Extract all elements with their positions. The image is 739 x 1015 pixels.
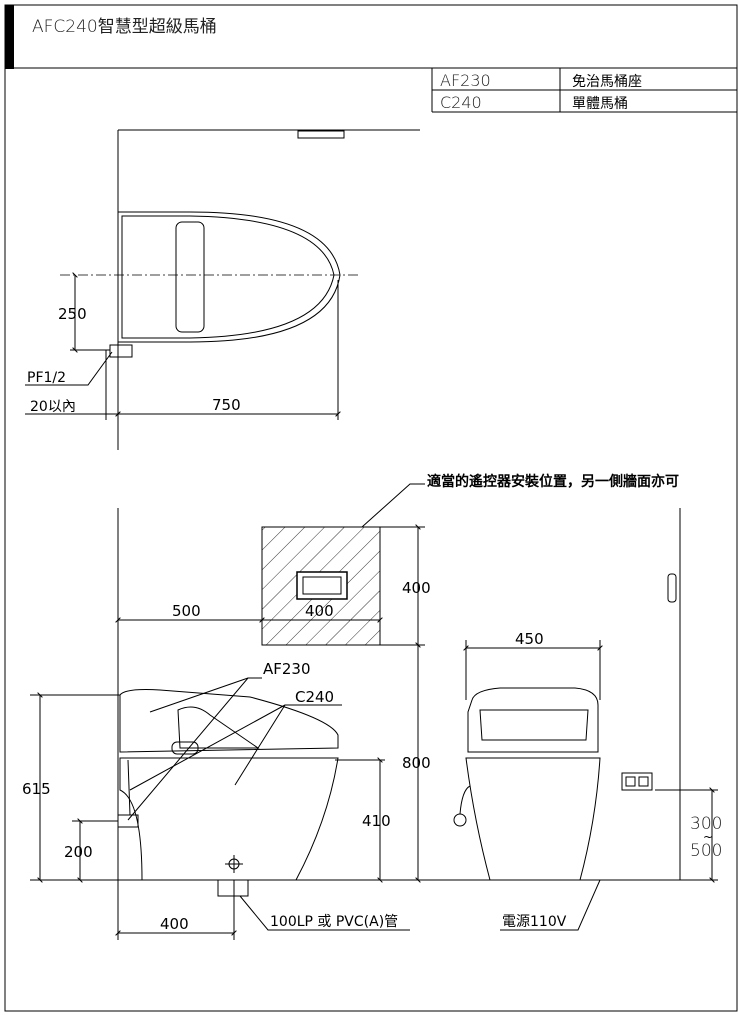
part-model-2: C240: [440, 93, 482, 112]
front-view: 450 電源110V 300 ~ 500: [453, 630, 722, 931]
dim-800: 800: [402, 754, 431, 772]
title-block: AFC240智慧型超級馬桶: [4, 4, 738, 1012]
dim-400-bottom: 400: [160, 915, 189, 933]
part-desc-2: 單體馬桶: [572, 96, 628, 112]
dim-410: 410: [362, 812, 391, 830]
seat-side: [119, 689, 339, 753]
label-bowl: C240: [295, 688, 334, 706]
pipe-label: PF1/2: [27, 370, 66, 386]
bowl-side: [119, 757, 339, 881]
label-seat: AF230: [263, 660, 311, 678]
dim-remote-height: 400: [402, 579, 431, 597]
dim-200: 200: [64, 843, 93, 861]
drawing-title: AFC240智慧型超級馬桶: [32, 17, 217, 37]
side-view: 適當的遙控器安裝位置，另一側牆面亦可 500 400 400 800 410 A…: [22, 473, 718, 940]
top-view: 250 PF1/2 20以內 750: [25, 129, 420, 450]
dim-450: 450: [515, 630, 544, 648]
remote-note: 適當的遙控器安裝位置，另一側牆面亦可: [427, 473, 679, 490]
dim-250: 250: [58, 305, 87, 323]
power-label: 電源110V: [502, 914, 567, 930]
parts-table: AF230 免治馬桶座 C240 單體馬桶: [431, 68, 737, 113]
dim-750: 750: [212, 396, 241, 414]
part-model-1: AF230: [440, 71, 491, 90]
pipe-note: 20以內: [30, 399, 76, 415]
dim-615: 615: [22, 780, 51, 798]
dim-remote-width: 400: [305, 602, 334, 620]
dim-tilde: ~: [703, 830, 713, 844]
drain-label: 100LP 或 PVC(A)管: [270, 914, 398, 930]
dim-500-front: 500: [690, 841, 722, 861]
part-desc-1: 免治馬桶座: [572, 74, 642, 90]
dim-300: 300: [690, 814, 722, 834]
dim-500: 500: [172, 602, 201, 620]
power-outlet-icon: [621, 772, 653, 791]
